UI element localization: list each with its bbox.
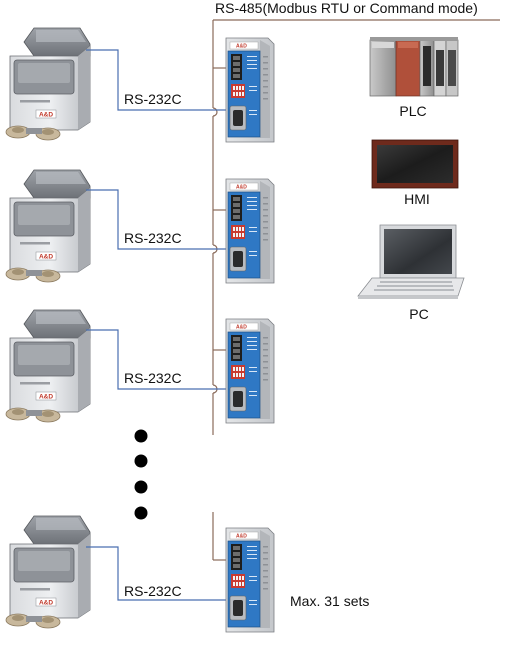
- rs232c-label-2: RS-232C: [124, 230, 182, 246]
- max-sets-note: Max. 31 sets: [290, 593, 369, 609]
- rs232c-label-4: RS-232C: [124, 583, 182, 599]
- converter-3: [225, 318, 275, 424]
- weighing-unit-4: [5, 515, 91, 629]
- hmi-device: [371, 139, 459, 189]
- converter-4: [225, 527, 275, 633]
- row-4: RS-232C: [5, 515, 275, 633]
- rs485-bus: [212, 19, 500, 561]
- row-3: RS-232C: [5, 309, 275, 424]
- pc-label: PC: [409, 306, 428, 322]
- converter-1: [225, 37, 275, 143]
- weighing-unit-3: [5, 309, 91, 423]
- pc-laptop: [357, 224, 465, 299]
- hmi-label: HMI: [404, 191, 430, 207]
- rs232c-label-3: RS-232C: [124, 370, 182, 386]
- row-2: RS-232C: [5, 169, 275, 284]
- weighing-unit-2: [5, 169, 91, 283]
- continuation-dots: [134, 429, 148, 520]
- rs232c-cable-1: [86, 49, 226, 111]
- plc-label: PLC: [399, 103, 426, 119]
- plc-device: [369, 37, 459, 97]
- row-1: RS-232C: [5, 27, 275, 143]
- rs232c-label-1: RS-232C: [124, 91, 182, 107]
- converter-2: [225, 178, 275, 284]
- rs232c-cable-3: [86, 329, 226, 390]
- rs232c-cable-4: [86, 546, 226, 601]
- rs485-bus-label: RS-485(Modbus RTU or Command mode): [215, 0, 478, 16]
- weighing-unit-1: [5, 27, 91, 141]
- rs232c-cable-2: [86, 189, 226, 250]
